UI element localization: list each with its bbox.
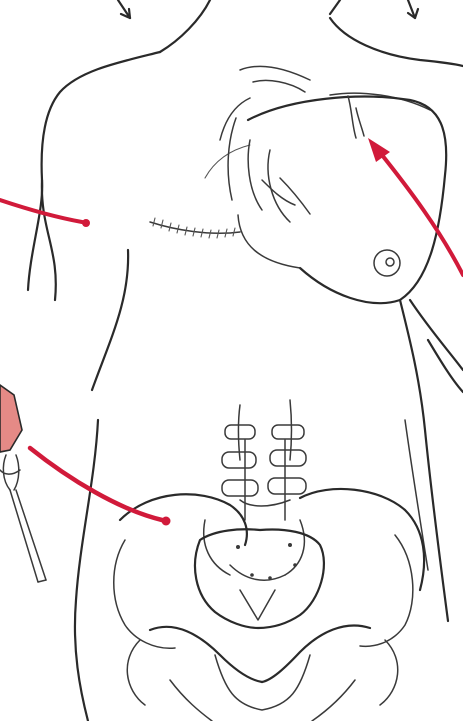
breast-pointer-line [378,150,463,275]
pelvis [114,489,424,721]
mastectomy-site [228,118,310,222]
tissue-expander-device [0,385,46,582]
pelvis-pointer-line [30,448,162,520]
pelvis-pointer-dot [162,517,171,526]
clavicle-lines [205,66,430,178]
torso-outline [28,52,463,721]
surgical-scar [150,218,240,238]
chest-wall-pointer-dot [82,219,90,227]
neck-lines [118,0,463,66]
lumbar-spine [222,400,306,520]
